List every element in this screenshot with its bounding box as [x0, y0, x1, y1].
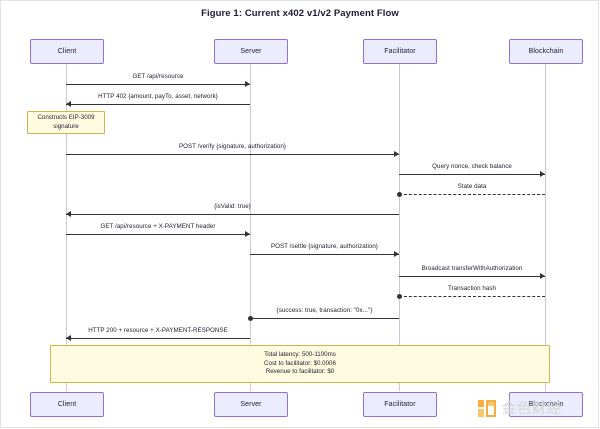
actor-server-top[interactable]: Server: [214, 39, 288, 64]
arrow-head-m6: [66, 211, 71, 217]
actor-blockchain-bottom[interactable]: Blockchain: [509, 392, 583, 417]
actor-label: Blockchain: [528, 48, 564, 55]
note-line: Constructs EIP-3009: [37, 113, 95, 121]
message-label-m6: {isValid: true}: [214, 203, 251, 210]
message-line-m1: [66, 84, 250, 85]
lifeline-server: [250, 64, 251, 391]
note-line-total-latency: Total latency: 500-1100ms: [264, 350, 336, 358]
actor-label: Server: [240, 48, 262, 55]
message-line-m4: [399, 174, 545, 175]
actor-client-bottom[interactable]: Client: [30, 392, 104, 417]
message-line-m12: [66, 338, 250, 339]
message-line-m6: [66, 214, 399, 215]
note-line-cost-to-facilitator: Cost to facilitator: $0.0006: [264, 359, 336, 367]
message-label-m4: Query nonce, check balance: [432, 163, 512, 170]
message-line-m7: [66, 234, 250, 235]
actor-label: Client: [57, 401, 77, 408]
message-line-m8: [250, 254, 399, 255]
note-line-revenue-to-facilitator: Revenue to facilitator: $0: [265, 368, 335, 376]
watermark-text: 金色财经: [502, 401, 562, 417]
arrow-head-m11: [248, 316, 253, 321]
arrow-head-m5: [397, 192, 402, 197]
arrow-head-m9: [540, 273, 545, 279]
arrow-head-m4: [540, 171, 545, 177]
message-line-m5: [399, 194, 545, 195]
lifeline-client: [66, 64, 67, 391]
lifeline-blockchain: [545, 64, 546, 391]
note-constructs-signature: Constructs EIP-3009 signature: [27, 111, 105, 134]
arrow-head-m8: [394, 251, 399, 257]
note-summary-metrics: Total latency: 500-1100ms Cost to facili…: [50, 345, 550, 383]
actor-client-top[interactable]: Client: [30, 39, 104, 64]
actor-label: Client: [57, 48, 77, 55]
message-label-m9: Broadcast transferWithAuthorization: [421, 265, 523, 272]
arrow-head-m10: [397, 294, 402, 299]
arrow-head-m2: [66, 101, 71, 107]
message-line-m3: [66, 154, 399, 155]
message-label-m3: POST /verify {signature, authorization}: [178, 143, 287, 150]
watermark: 金色财经: [477, 395, 589, 421]
arrow-head-m3: [394, 151, 399, 157]
actor-facilitator-top[interactable]: Facilitator: [363, 39, 437, 64]
actor-facilitator-bottom[interactable]: Facilitator: [363, 392, 437, 417]
actor-label: Facilitator: [384, 401, 416, 408]
actor-label: Server: [240, 401, 262, 408]
actor-blockchain-top[interactable]: Blockchain: [509, 39, 583, 64]
arrow-head-m12: [66, 335, 71, 341]
actor-label: Facilitator: [384, 48, 416, 55]
message-line-m2: [66, 104, 250, 105]
message-line-m9: [399, 276, 545, 277]
actor-label: Blockchain: [528, 401, 564, 408]
arrow-head-m1: [245, 81, 250, 87]
message-label-m8: POST /settle {signature, authorization}: [270, 243, 379, 250]
arrow-head-m7: [245, 231, 250, 237]
message-line-m11: [250, 318, 399, 319]
actor-server-bottom[interactable]: Server: [214, 392, 288, 417]
note-line: signature: [53, 122, 79, 130]
message-label-m10: Transaction hash: [447, 285, 497, 292]
figure-title: Figure 1: Current x402 v1/v2 Payment Flo…: [201, 8, 399, 19]
message-label-m7: GET /api/resource + X-PAYMENT header: [100, 223, 216, 230]
message-line-m10: [399, 296, 545, 297]
message-label-m2: HTTP 402 {amount, payTo, asset, network}: [98, 93, 218, 100]
watermark-logo-icon: [477, 397, 498, 419]
lifeline-facilitator: [399, 64, 400, 391]
message-label-m1: GET /api/resource: [132, 73, 184, 80]
message-label-m12: HTTP 200 + resource + X-PAYMENT-RESPONSE: [88, 327, 228, 334]
message-label-m5: State data: [457, 183, 487, 190]
message-label-m11: {success: true, transaction: "0x..."}: [276, 307, 373, 314]
